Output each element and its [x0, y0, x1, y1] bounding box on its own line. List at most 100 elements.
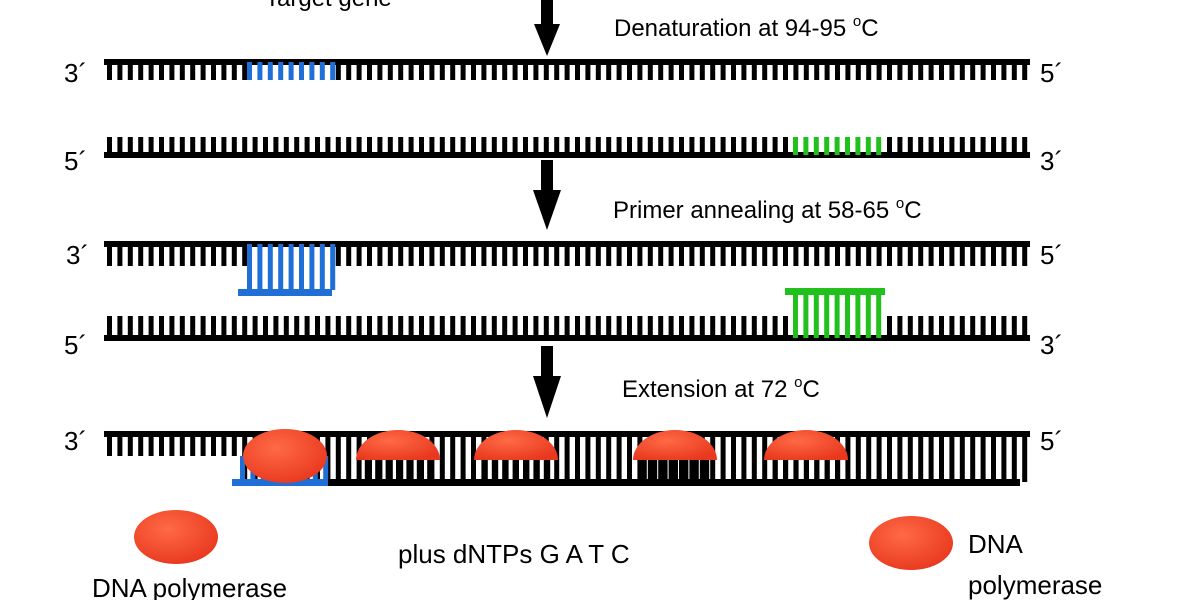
base-tooth: [335, 62, 341, 80]
base-tooth: [429, 62, 435, 80]
base-tooth: [564, 316, 570, 338]
base-tooth: [533, 137, 539, 155]
base-tooth: [481, 62, 487, 80]
base-tooth: [200, 434, 206, 456]
base-tooth: [959, 434, 965, 482]
base-tooth: [876, 434, 882, 482]
base-tooth: [595, 137, 601, 155]
base-tooth: [231, 137, 237, 155]
base-tooth: [117, 62, 123, 80]
base-tooth: [741, 137, 747, 155]
base-tooth: [221, 434, 227, 456]
base-tooth: [803, 292, 809, 338]
bond-gap: [933, 455, 936, 457]
base-tooth: [398, 244, 404, 266]
base-tooth: [554, 316, 560, 338]
base-tooth: [396, 460, 401, 480]
base-tooth: [330, 244, 336, 290]
base-tooth: [741, 434, 747, 482]
base-tooth: [866, 244, 872, 266]
base-tooth: [299, 244, 304, 290]
base-tooth: [783, 460, 789, 480]
base-tooth: [897, 316, 903, 338]
base-tooth: [231, 62, 237, 80]
base-tooth: [1022, 434, 1028, 482]
base-tooth: [148, 434, 154, 456]
base-tooth: [793, 460, 799, 480]
base-tooth: [1001, 434, 1007, 482]
base-tooth: [699, 137, 705, 155]
base-tooth: [637, 62, 643, 80]
base-tooth: [242, 62, 248, 80]
base-tooth: [138, 244, 144, 266]
base-tooth: [970, 434, 976, 482]
base-tooth: [928, 316, 934, 338]
base-tooth: [564, 244, 570, 266]
base-tooth: [315, 316, 320, 338]
base-tooth: [762, 137, 768, 155]
base-tooth: [991, 316, 996, 338]
base-tooth: [1001, 244, 1007, 266]
base-tooth: [647, 316, 653, 338]
base-tooth: [637, 316, 643, 338]
base-tooth: [323, 456, 329, 482]
base-tooth: [585, 316, 591, 338]
base-tooth: [575, 434, 580, 482]
base-tooth: [231, 316, 237, 338]
base-tooth: [1011, 244, 1017, 266]
base-tooth: [751, 244, 757, 266]
polymerase-icon: [869, 516, 953, 570]
base-tooth: [855, 434, 861, 482]
base-tooth: [127, 244, 133, 266]
end-label-5prime: 5´: [1040, 58, 1063, 88]
base-tooth: [429, 316, 435, 338]
base-tooth: [949, 62, 955, 80]
base-tooth: [179, 62, 185, 80]
bond-gap: [902, 455, 905, 457]
svg-text:Primer annealing at 58-65 oC: Primer annealing at 58-65 oC: [613, 195, 922, 224]
strand-top-denatured: [104, 59, 1030, 80]
base-tooth: [616, 244, 622, 266]
base-tooth: [127, 434, 133, 456]
base-tooth: [267, 244, 273, 290]
base-tooth: [169, 316, 175, 338]
base-tooth: [887, 62, 892, 80]
base-tooth: [554, 244, 560, 266]
base-tooth: [387, 316, 393, 338]
base-tooth: [1001, 62, 1007, 80]
base-tooth: [783, 244, 788, 266]
base-tooth: [1001, 137, 1007, 155]
base-tooth: [502, 137, 508, 155]
base-tooth: [897, 62, 903, 80]
base-tooth: [377, 244, 383, 266]
base-tooth: [606, 434, 612, 482]
base-tooth: [482, 460, 488, 480]
base-tooth: [107, 434, 112, 456]
base-tooth: [1022, 244, 1028, 266]
base-tooth: [751, 62, 757, 80]
end-label-3prime: 3´: [64, 58, 87, 88]
base-tooth: [606, 244, 612, 266]
base-tooth: [949, 316, 955, 338]
base-tooth: [512, 316, 518, 338]
base-tooth: [299, 62, 304, 80]
base-tooth: [346, 244, 352, 266]
base-tooth: [564, 137, 570, 155]
base-tooth: [439, 316, 445, 338]
base-tooth: [928, 137, 934, 155]
base-tooth: [346, 62, 352, 80]
base-tooth: [304, 137, 310, 155]
base-tooth: [689, 137, 695, 155]
base-tooth: [595, 244, 601, 266]
base-tooth: [564, 62, 570, 80]
base-tooth: [533, 62, 539, 80]
base-tooth: [647, 62, 653, 80]
base-tooth: [939, 62, 944, 80]
base-tooth: [731, 137, 736, 155]
strand-top-annealing: [104, 241, 1030, 296]
base-tooth: [263, 137, 268, 155]
base-tooth: [377, 62, 383, 80]
base-tooth: [267, 62, 273, 80]
base-tooth: [689, 62, 695, 80]
base-tooth: [887, 316, 892, 338]
